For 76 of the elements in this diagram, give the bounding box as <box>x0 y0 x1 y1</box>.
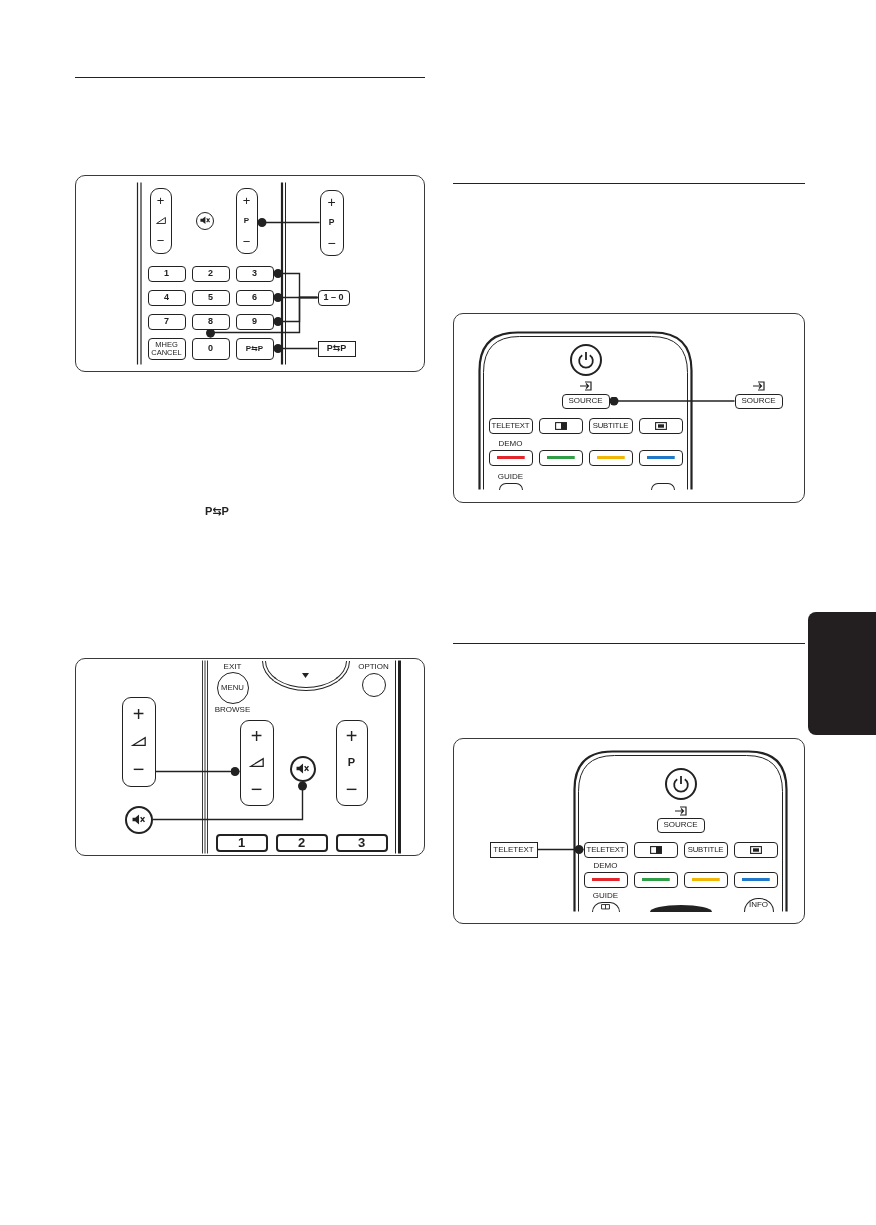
key-caption: EXIT <box>223 661 242 671</box>
leader-line <box>151 780 307 821</box>
plus-sign: + <box>156 193 165 207</box>
number-key: 7 <box>147 313 186 330</box>
number-key: 1 <box>147 265 186 282</box>
function-key <box>638 449 683 466</box>
leader-line <box>536 845 585 854</box>
number-key: 1 <box>215 833 268 852</box>
channel-rocker <box>335 719 368 806</box>
number-key: 3 <box>235 265 274 282</box>
key-caption: OPTION <box>358 661 389 671</box>
mute-button <box>289 755 316 782</box>
swap-callout: P⇆P <box>317 340 356 357</box>
plus-sign: + <box>345 726 358 746</box>
format-key <box>733 841 778 858</box>
leader-line <box>206 296 319 339</box>
minus-sign: − <box>132 759 145 779</box>
plus-sign: + <box>250 726 263 747</box>
source-key: SOURCE <box>561 393 610 409</box>
leader-line <box>272 344 319 353</box>
split-screen-key <box>538 417 583 434</box>
illustration-panel <box>453 738 805 924</box>
minus-sign: − <box>156 234 165 248</box>
function-key <box>683 871 728 888</box>
source-key: SOURCE <box>656 817 705 833</box>
key-caption: GUIDE <box>497 471 524 481</box>
channel-rocker <box>235 187 258 254</box>
plus-sign: + <box>132 704 145 724</box>
channel-letter: P <box>347 757 356 768</box>
key-caption: DEMO <box>593 860 618 870</box>
key-caption: BROWSE <box>214 704 251 714</box>
function-key <box>538 449 583 466</box>
leader-line <box>154 767 241 776</box>
key-caption: GUIDE <box>592 890 619 900</box>
swap-key: P⇆P <box>235 337 274 360</box>
chapter-tab <box>808 612 876 735</box>
number-key: 8 <box>191 313 230 330</box>
volume-rocker <box>121 696 156 787</box>
power-button <box>664 767 697 800</box>
volume-rocker <box>239 719 274 806</box>
number-key: 3 <box>335 833 388 852</box>
channel-letter: P <box>243 216 250 225</box>
number-range-callout: 1 – 0 <box>317 289 350 306</box>
navigation-ring <box>649 904 712 912</box>
leader-line <box>256 218 321 227</box>
minus-sign: − <box>345 779 358 799</box>
illustration-panel <box>453 313 805 503</box>
power-button <box>569 343 602 376</box>
teletext-callout: TELETEXT <box>489 841 538 858</box>
illustration-panel <box>75 175 425 372</box>
channel-letter: P <box>328 218 335 227</box>
mute-button <box>124 805 153 834</box>
key-symbol: P⇆P <box>205 506 229 517</box>
plus-sign: + <box>242 193 251 207</box>
minus-sign: − <box>250 778 263 799</box>
plus-sign: + <box>327 195 336 210</box>
split-screen-key <box>633 841 678 858</box>
number-key: 2 <box>275 833 328 852</box>
source-callout: SOURCE <box>734 393 783 409</box>
illustration-panel <box>75 658 425 856</box>
number-key: 4 <box>147 289 186 306</box>
channel-rocker <box>319 189 344 256</box>
number-key: 2 <box>191 265 230 282</box>
number-key: 0 <box>191 337 230 360</box>
minus-sign: − <box>327 235 336 250</box>
function-key <box>633 871 678 888</box>
number-key: 5 <box>191 289 230 306</box>
minus-sign: − <box>242 234 251 248</box>
key-caption: DEMO <box>498 438 523 448</box>
volume-rocker <box>149 187 172 254</box>
function-key <box>588 449 633 466</box>
leader-line <box>608 396 736 406</box>
number-key: 9 <box>235 313 274 330</box>
number-key: 6 <box>235 289 274 306</box>
format-key <box>638 417 683 434</box>
function-key <box>733 871 778 888</box>
